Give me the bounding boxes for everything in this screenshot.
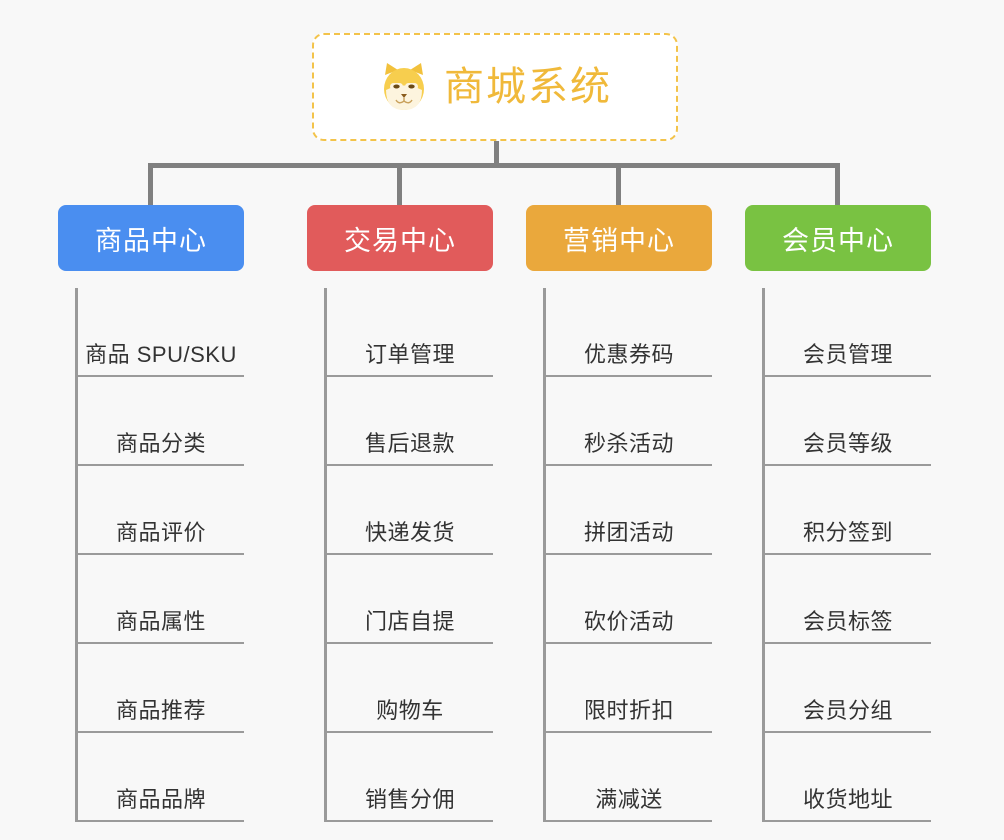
category-header-marketing-center[interactable]: 营销中心 xyxy=(526,205,712,271)
sub-item-label: 商品品牌 xyxy=(115,787,206,812)
sub-item[interactable]: 商品评价 xyxy=(78,466,244,555)
sub-item-label: 购物车 xyxy=(376,698,444,723)
sub-item[interactable]: 满减送 xyxy=(546,733,712,822)
sub-item[interactable]: 门店自提 xyxy=(327,555,493,644)
sub-item-label: 会员标签 xyxy=(802,609,893,634)
sub-item-label: 收货地址 xyxy=(802,787,893,812)
sub-item-label: 商品推荐 xyxy=(115,698,206,723)
sub-item-label: 门店自提 xyxy=(364,609,455,634)
connector-drop-2 xyxy=(397,163,402,205)
category-header-product-center[interactable]: 商品中心 xyxy=(58,205,244,271)
sub-item-label: 会员分组 xyxy=(802,698,893,723)
sub-item-label: 销售分佣 xyxy=(364,787,455,812)
sub-item[interactable]: 收货地址 xyxy=(765,733,931,822)
category-column-trade-center: 交易中心订单管理售后退款快递发货门店自提购物车销售分佣 xyxy=(307,205,493,822)
sub-item-label: 商品分类 xyxy=(115,431,206,456)
sub-item-list-member-center: 会员管理会员等级积分签到会员标签会员分组收货地址 xyxy=(762,288,931,822)
sub-item-list-marketing-center: 优惠券码秒杀活动拼团活动砍价活动限时折扣满减送 xyxy=(543,288,712,822)
connector-drop-4 xyxy=(835,163,840,205)
sub-item-label: 商品 SPU/SKU xyxy=(85,342,237,367)
category-column-marketing-center: 营销中心优惠券码秒杀活动拼团活动砍价活动限时折扣满减送 xyxy=(526,205,712,822)
category-column-member-center: 会员中心会员管理会员等级积分签到会员标签会员分组收货地址 xyxy=(745,205,931,822)
sub-item[interactable]: 商品推荐 xyxy=(78,644,244,733)
sub-item-label: 会员管理 xyxy=(802,342,893,367)
sub-item-label: 会员等级 xyxy=(802,431,893,456)
category-header-label: 商品中心 xyxy=(95,225,207,256)
sub-item-label: 商品评价 xyxy=(115,520,206,545)
sub-item[interactable]: 积分签到 xyxy=(765,466,931,555)
root-node[interactable]: 商城系统 xyxy=(312,33,678,141)
sub-item[interactable]: 商品分类 xyxy=(78,377,244,466)
sub-item[interactable]: 会员分组 xyxy=(765,644,931,733)
category-header-trade-center[interactable]: 交易中心 xyxy=(307,205,493,271)
sub-item[interactable]: 快递发货 xyxy=(327,466,493,555)
connector-drop-1 xyxy=(148,163,153,205)
sub-item[interactable]: 限时折扣 xyxy=(546,644,712,733)
sub-item-label: 拼团活动 xyxy=(583,520,674,545)
sub-item[interactable]: 商品品牌 xyxy=(78,733,244,822)
shiba-dog-icon xyxy=(378,61,430,113)
connector-drop-3 xyxy=(616,163,621,205)
sub-item-label: 商品属性 xyxy=(115,609,206,634)
sub-item[interactable]: 购物车 xyxy=(327,644,493,733)
sub-item[interactable]: 商品 SPU/SKU xyxy=(78,288,244,377)
sub-item-label: 满减送 xyxy=(595,787,663,812)
sub-item-list-product-center: 商品 SPU/SKU 商品分类商品评价商品属性商品推荐商品品牌 xyxy=(75,288,244,822)
sub-item-label: 快递发货 xyxy=(364,520,455,545)
category-header-label: 交易中心 xyxy=(344,225,456,256)
connector-horizontal-bus xyxy=(148,163,840,168)
root-title: 商城系统 xyxy=(444,65,612,109)
sub-item-label: 限时折扣 xyxy=(583,698,674,723)
sub-item-label: 订单管理 xyxy=(364,342,455,367)
sub-item-label: 秒杀活动 xyxy=(583,431,674,456)
sub-item[interactable]: 销售分佣 xyxy=(327,733,493,822)
sub-item[interactable]: 订单管理 xyxy=(327,288,493,377)
sub-item[interactable]: 会员管理 xyxy=(765,288,931,377)
sub-item[interactable]: 秒杀活动 xyxy=(546,377,712,466)
sub-item[interactable]: 商品属性 xyxy=(78,555,244,644)
sub-item-label: 砍价活动 xyxy=(583,609,674,634)
sub-item-label: 优惠券码 xyxy=(583,342,674,367)
sub-item[interactable]: 砍价活动 xyxy=(546,555,712,644)
sub-item[interactable]: 售后退款 xyxy=(327,377,493,466)
sub-item-list-trade-center: 订单管理售后退款快递发货门店自提购物车销售分佣 xyxy=(324,288,493,822)
sub-item[interactable]: 优惠券码 xyxy=(546,288,712,377)
sub-item[interactable]: 拼团活动 xyxy=(546,466,712,555)
connector-root-stem xyxy=(494,141,499,166)
sub-item[interactable]: 会员标签 xyxy=(765,555,931,644)
sub-item[interactable]: 会员等级 xyxy=(765,377,931,466)
category-column-product-center: 商品中心商品 SPU/SKU 商品分类商品评价商品属性商品推荐商品品牌 xyxy=(58,205,244,822)
sub-item-label: 积分签到 xyxy=(802,520,893,545)
sub-item-label: 售后退款 xyxy=(364,431,455,456)
category-header-member-center[interactable]: 会员中心 xyxy=(745,205,931,271)
category-header-label: 营销中心 xyxy=(563,225,675,256)
category-header-label: 会员中心 xyxy=(782,225,894,256)
